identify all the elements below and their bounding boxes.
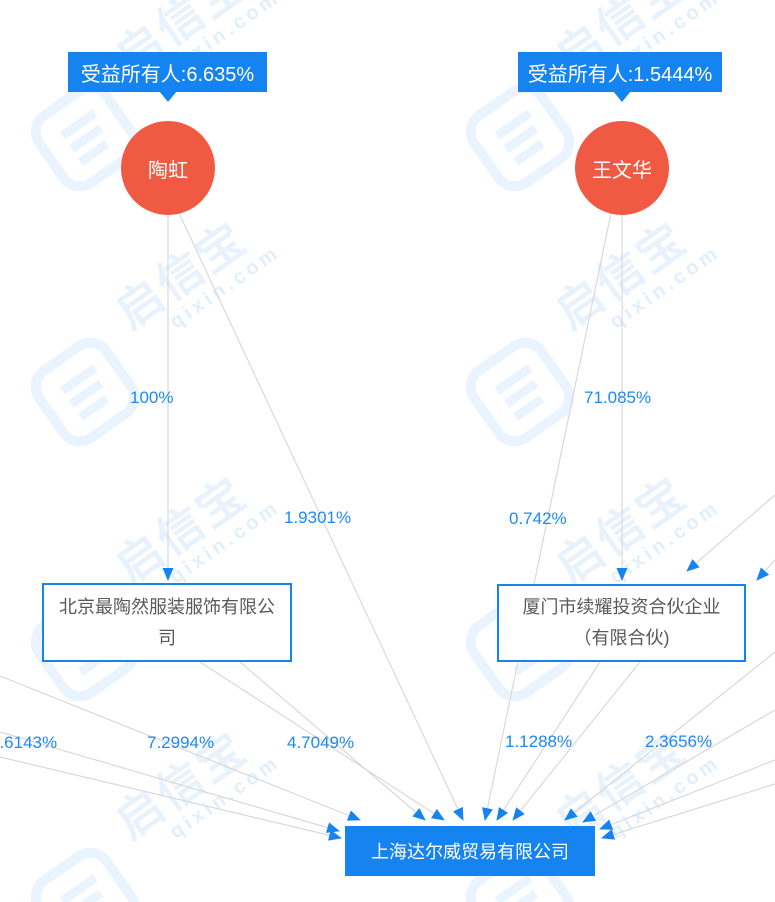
person-node-wangwenhua[interactable]: 王文华 xyxy=(575,121,669,215)
company-name: 北京最陶然服装服饰有限公司 xyxy=(59,596,275,648)
target-company-name: 上海达尔威贸易有限公司 xyxy=(371,842,569,862)
ownership-percentage-label: 2.6143% xyxy=(0,733,58,752)
beneficial-owner-label: 受益所有人:6.635% xyxy=(80,63,255,86)
company-name: 厦门市续耀投资合伙企业（有限合伙) xyxy=(522,597,721,648)
beneficial-owner-label: 受益所有人:1.5444% xyxy=(527,63,713,86)
badge-pointer xyxy=(159,91,177,102)
ownership-percentage-label: 0.742% xyxy=(509,509,567,528)
person-node-taohong[interactable]: 陶虹 xyxy=(121,121,215,215)
ownership-percentage-label: 100% xyxy=(130,388,174,407)
ownership-percentage-label: 1.9301% xyxy=(284,508,352,527)
company-node-xiamen[interactable]: 厦门市续耀投资合伙企业（有限合伙) xyxy=(497,584,746,662)
ownership-percentage-label: 4.7049% xyxy=(287,733,355,752)
beneficial-owner-badge: 受益所有人:6.635% xyxy=(68,52,267,92)
ownership-percentage-label: 2.3656% xyxy=(645,732,713,751)
company-node-beijing[interactable]: 北京最陶然服装服饰有限公司 xyxy=(42,583,292,662)
ownership-percentage-label: 7.2994% xyxy=(147,733,215,752)
target-company-node[interactable]: 上海达尔威贸易有限公司 xyxy=(345,826,595,876)
ownership-percentage-label: 1.1288% xyxy=(505,732,573,751)
badge-pointer xyxy=(613,91,631,102)
beneficial-owner-badge: 受益所有人:1.5444% xyxy=(518,52,722,92)
person-name: 王文华 xyxy=(592,159,652,182)
person-name: 陶虹 xyxy=(148,159,188,182)
ownership-percentage-label: 71.085% xyxy=(584,388,652,407)
